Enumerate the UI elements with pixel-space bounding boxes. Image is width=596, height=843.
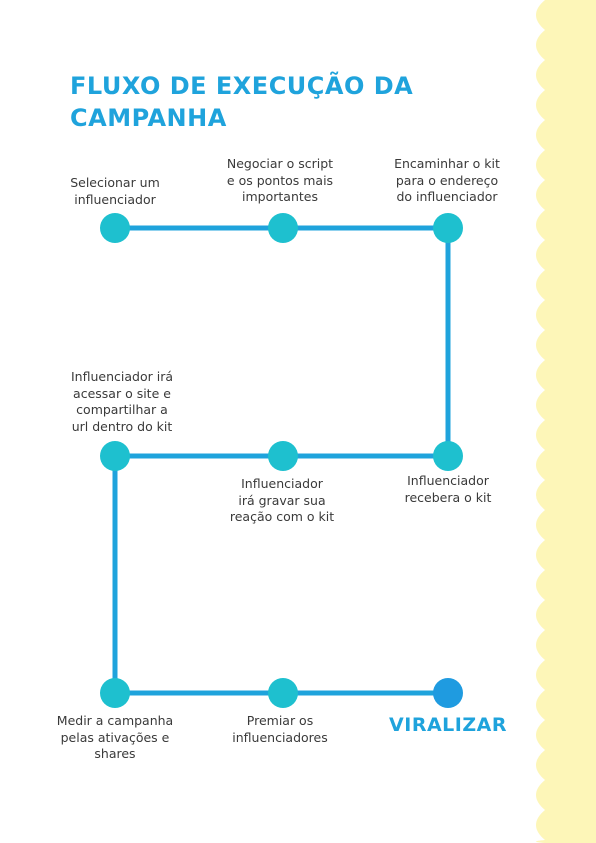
step-node-8 [268, 678, 298, 708]
step-node-5 [268, 441, 298, 471]
step-label-1: Selecionar um influenciador [70, 175, 160, 207]
step-node-final [433, 678, 463, 708]
nodes [100, 213, 463, 708]
connectors [112, 225, 451, 696]
step-label-6: Influenciador irá acessar o site e compa… [71, 369, 173, 434]
step-node-3 [433, 213, 463, 243]
wavy-yellow-edge [536, 0, 596, 843]
step-label-4: Influenciador recebera o kit [404, 473, 492, 505]
step-node-2 [268, 213, 298, 243]
step-node-7 [100, 678, 130, 708]
page-title: FLUXO DE EXECUÇÃO DA CAMPANHA [70, 70, 470, 134]
step-node-4 [433, 441, 463, 471]
step-label-2: Negociar o script e os pontos mais impor… [226, 156, 334, 204]
step-node-1 [100, 213, 130, 243]
step-label-3: Encaminhar o kit para o endereço do infl… [394, 156, 500, 204]
step-node-6 [100, 441, 130, 471]
step-label-8: Premiar os influenciadores [232, 713, 328, 745]
title-line-2: CAMPANHA [70, 104, 227, 132]
title-line-1: FLUXO DE EXECUÇÃO DA [70, 72, 414, 100]
step-label-5: Influenciador irá gravar sua reação com … [229, 476, 335, 524]
final-step-label: VIRALIZAR [389, 714, 507, 736]
step-label-7: Medir a campanha pelas ativações e share… [56, 713, 174, 761]
